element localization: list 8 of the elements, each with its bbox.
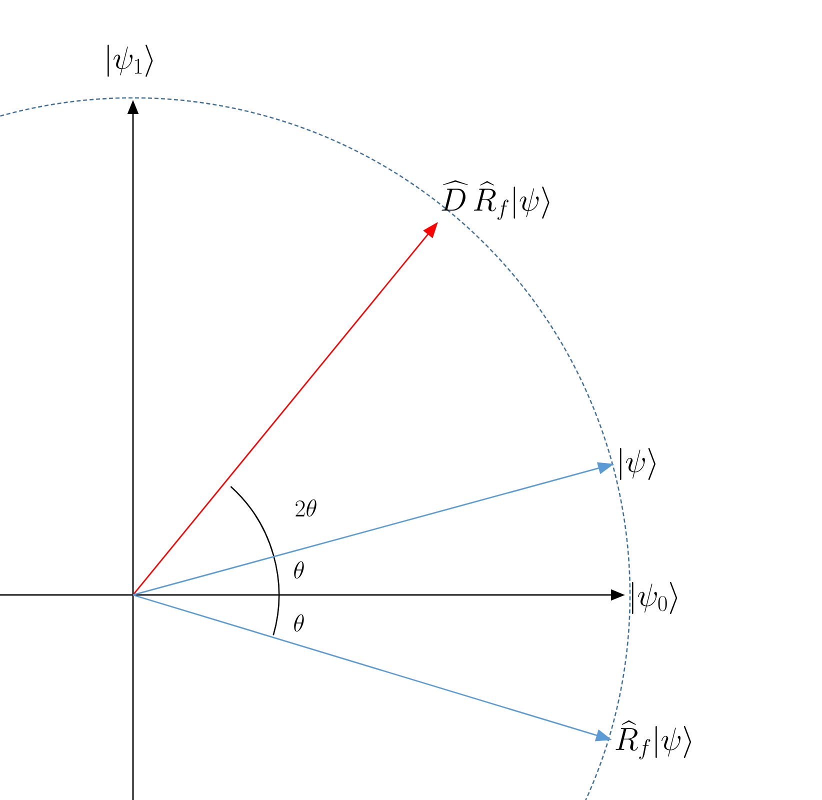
- axis-label: $|\psi_1\rangle$: [108, 44, 153, 77]
- axis-label: $|\psi_0\rangle$: [632, 582, 678, 614]
- angle-label: $\theta$: [294, 561, 304, 579]
- angle-label: $2\theta$: [296, 499, 316, 517]
- vector-label: $\widehat{D}\,\widehat{R}_f|\psi\rangle$: [442, 180, 550, 220]
- angle-label: $\theta$: [294, 614, 304, 632]
- vector-label: $\widehat{R}_f|\psi\rangle$: [616, 720, 692, 760]
- vector-label: $|\psi\rangle$: [620, 448, 656, 480]
